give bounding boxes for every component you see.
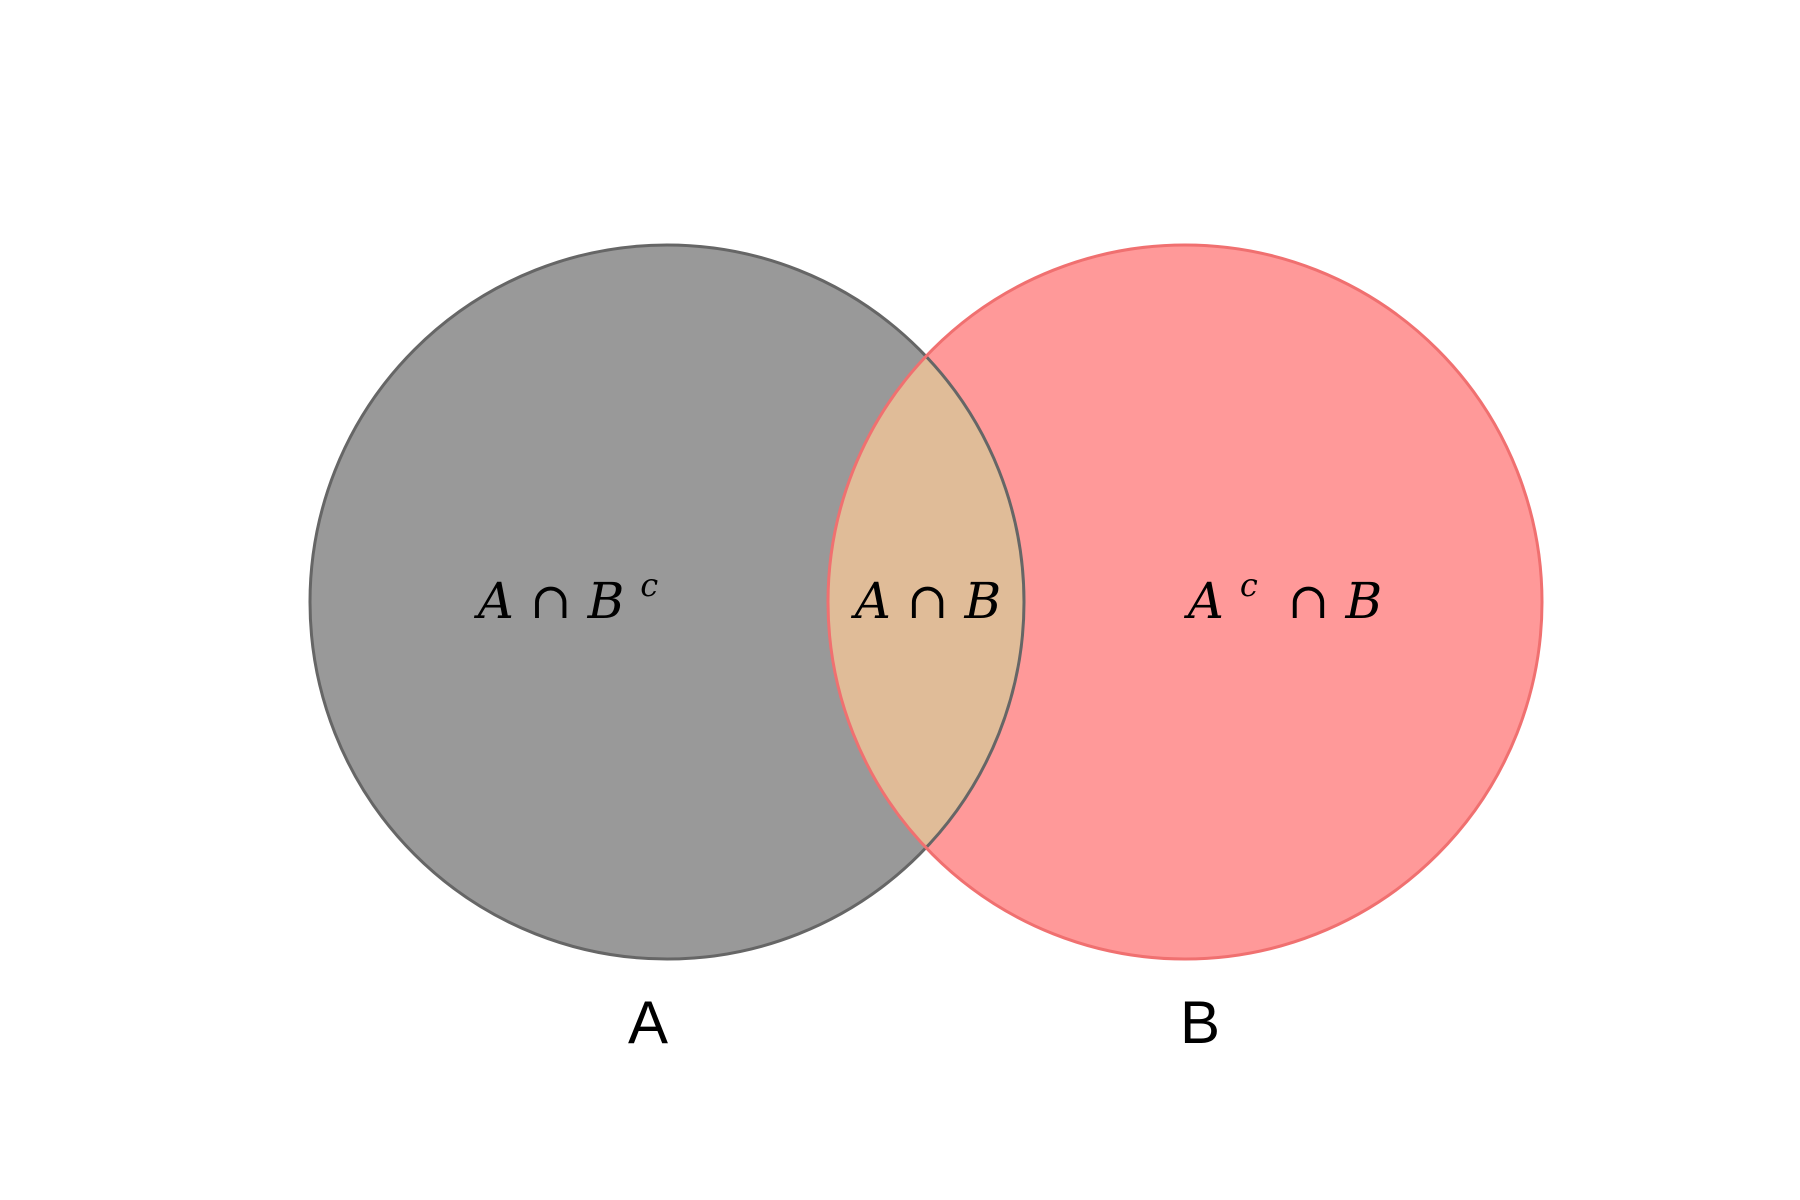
region-b-only-sup: c [1240,566,1258,604]
region-both-var2: B [964,572,1002,630]
set-b-outline [826,243,1544,961]
set-b-label: B [1180,989,1220,1056]
region-a-only-var1: A [474,572,514,630]
region-a-only-var2: B [587,572,625,630]
region-b-only-var2: B [1344,572,1382,630]
region-both-op: ∩ [907,572,949,630]
region-both-label: A ∩ B [851,572,1002,630]
set-b-circle [828,245,1542,959]
region-b-only-op: ∩ [1288,572,1330,630]
set-a-label: A [628,989,668,1056]
region-b-only-label: A c ∩ B [1184,550,1382,630]
region-a-only-label: A ∩ B c [474,566,658,630]
set-a-outline [308,243,1026,961]
region-a-only-sup: c [640,566,658,604]
region-a-only-op: ∩ [530,572,572,630]
region-b-only-var1: A [1184,572,1224,630]
set-a-circle [310,245,1024,959]
region-both-var1: A [851,572,891,630]
